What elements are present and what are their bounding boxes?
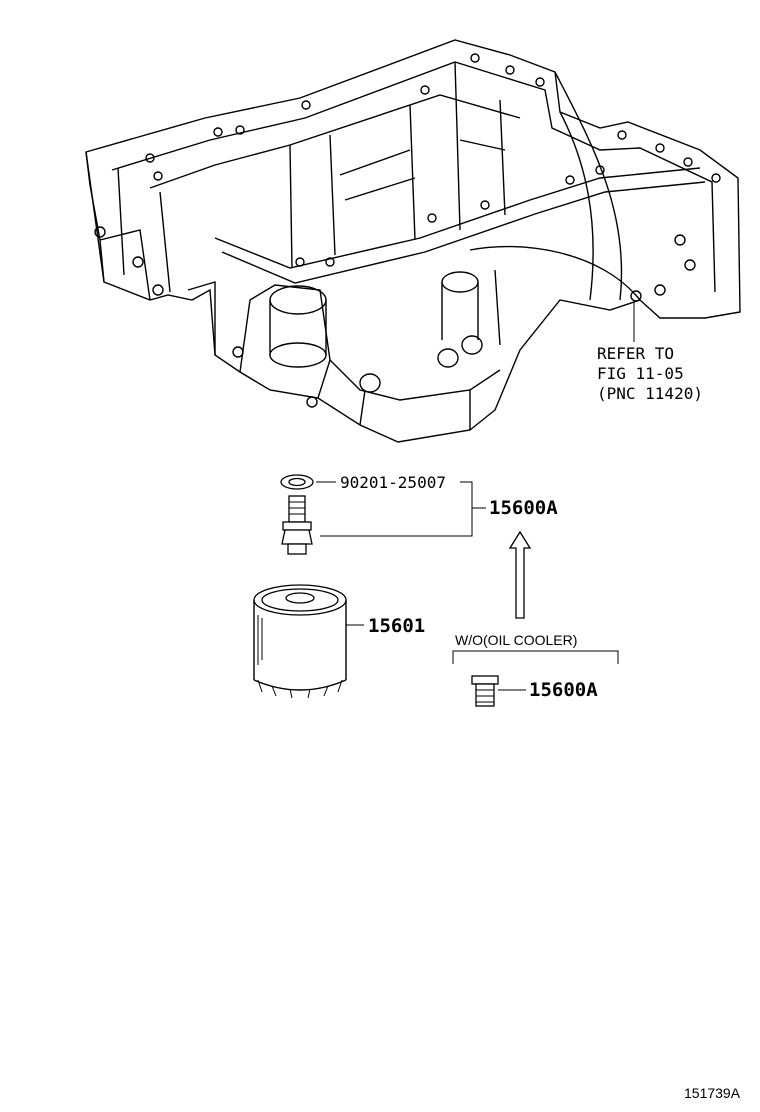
reference-line-3: (PNC 11420) — [597, 384, 703, 403]
gasket-part-label: 90201-25007 — [340, 473, 446, 492]
illustration-id: 151739A — [684, 1085, 741, 1101]
gasket-to-bracket-line — [320, 481, 473, 537]
plug-drawing — [471, 675, 499, 707]
condition-bracket — [452, 650, 619, 664]
plug-part-label: 15600A — [529, 679, 598, 701]
reference-line-1: REFER TO — [597, 344, 674, 363]
union-stud-drawing — [281, 495, 313, 555]
reference-line-2: FIG 11-05 — [597, 364, 684, 383]
gasket-drawing — [280, 474, 314, 490]
oil-filter-drawing — [253, 584, 347, 699]
filter-part-label: 15601 — [368, 615, 425, 637]
condition-note: W/O(OIL COOLER) — [455, 632, 577, 648]
alternative-arrow — [508, 530, 532, 619]
union-part-label: 15600A — [489, 497, 558, 519]
oil-pan-illustration — [85, 39, 741, 443]
